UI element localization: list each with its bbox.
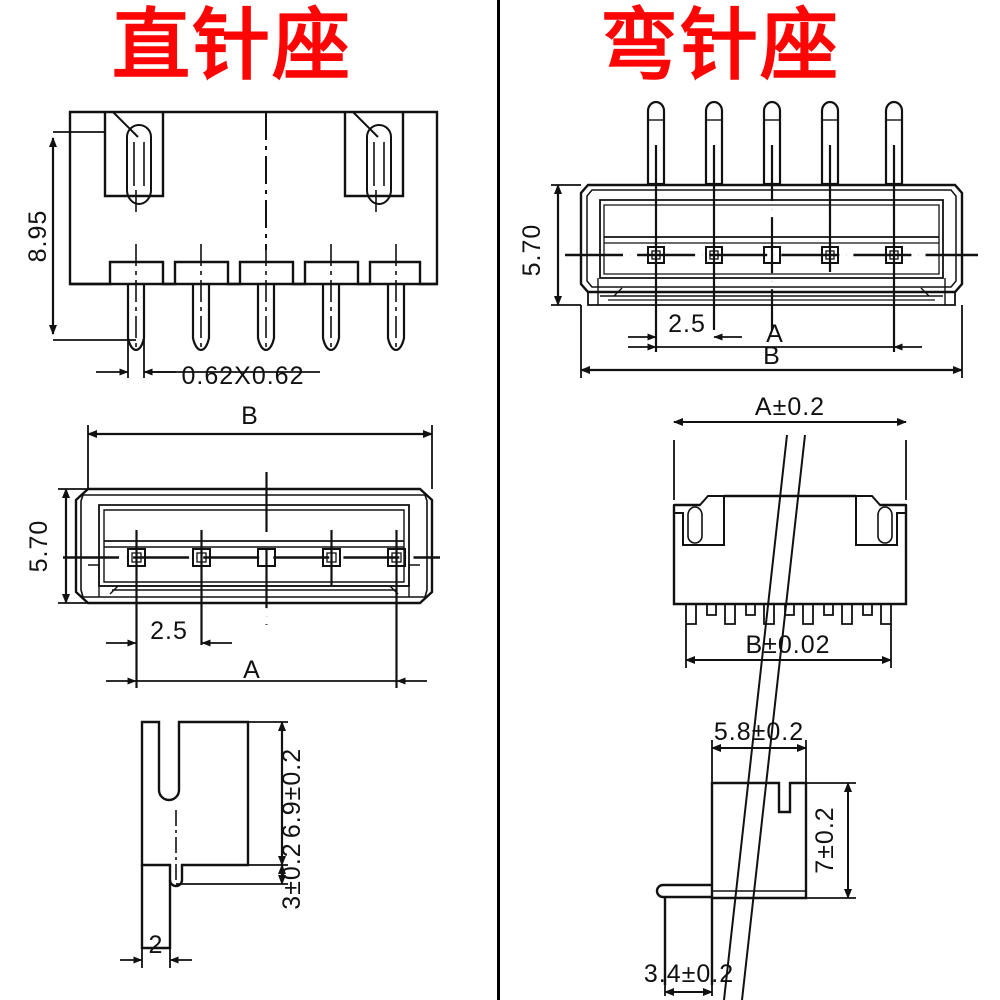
right-top-dimensions (673, 418, 907, 668)
left-front-view (68, 110, 439, 352)
right-peg-view (655, 781, 808, 985)
dim-right-25: 2.5 (668, 310, 706, 338)
left-peg-view (140, 720, 250, 950)
dim-right-A: A (766, 320, 784, 348)
dim-right-B-tol: B±0.02 (745, 631, 830, 659)
panel-title-left: 直针座 (112, 1, 353, 89)
panel-divider (497, 0, 500, 1000)
left-front-dimensions (49, 131, 320, 378)
right-top-view (672, 434, 908, 1000)
left-peg-dimensions (120, 721, 288, 968)
dim-right-570: 5.70 (518, 224, 546, 277)
right-front-dimensions (551, 184, 963, 378)
dim-left-69: 6.9±0.2 (278, 748, 306, 838)
dim-right-34: 3.4±0.2 (644, 960, 734, 988)
dim-left-2: 2 (149, 931, 164, 959)
left-top-view (63, 472, 440, 688)
dim-left-8-95: 8.95 (24, 210, 52, 263)
dim-left-3: 3±0.2 (278, 842, 306, 909)
dim-right-7: 7±0.2 (811, 806, 839, 873)
left-top-dimensions (58, 425, 433, 685)
dim-right-A-tol: A±0.2 (755, 393, 825, 421)
dim-right-58: 5.8±0.2 (714, 718, 804, 746)
right-peg-dimensions (664, 740, 856, 996)
dim-left-570: 5.70 (25, 520, 53, 573)
dim-left-B: B (241, 402, 259, 430)
dim-right-B: B (763, 342, 781, 370)
right-front-view (565, 100, 978, 352)
panel-title-right: 弯针座 (600, 1, 841, 89)
dim-left-062: 0.62X0.62 (182, 362, 305, 390)
dim-left-25: 2.5 (150, 617, 188, 645)
dim-left-A: A (243, 656, 261, 684)
